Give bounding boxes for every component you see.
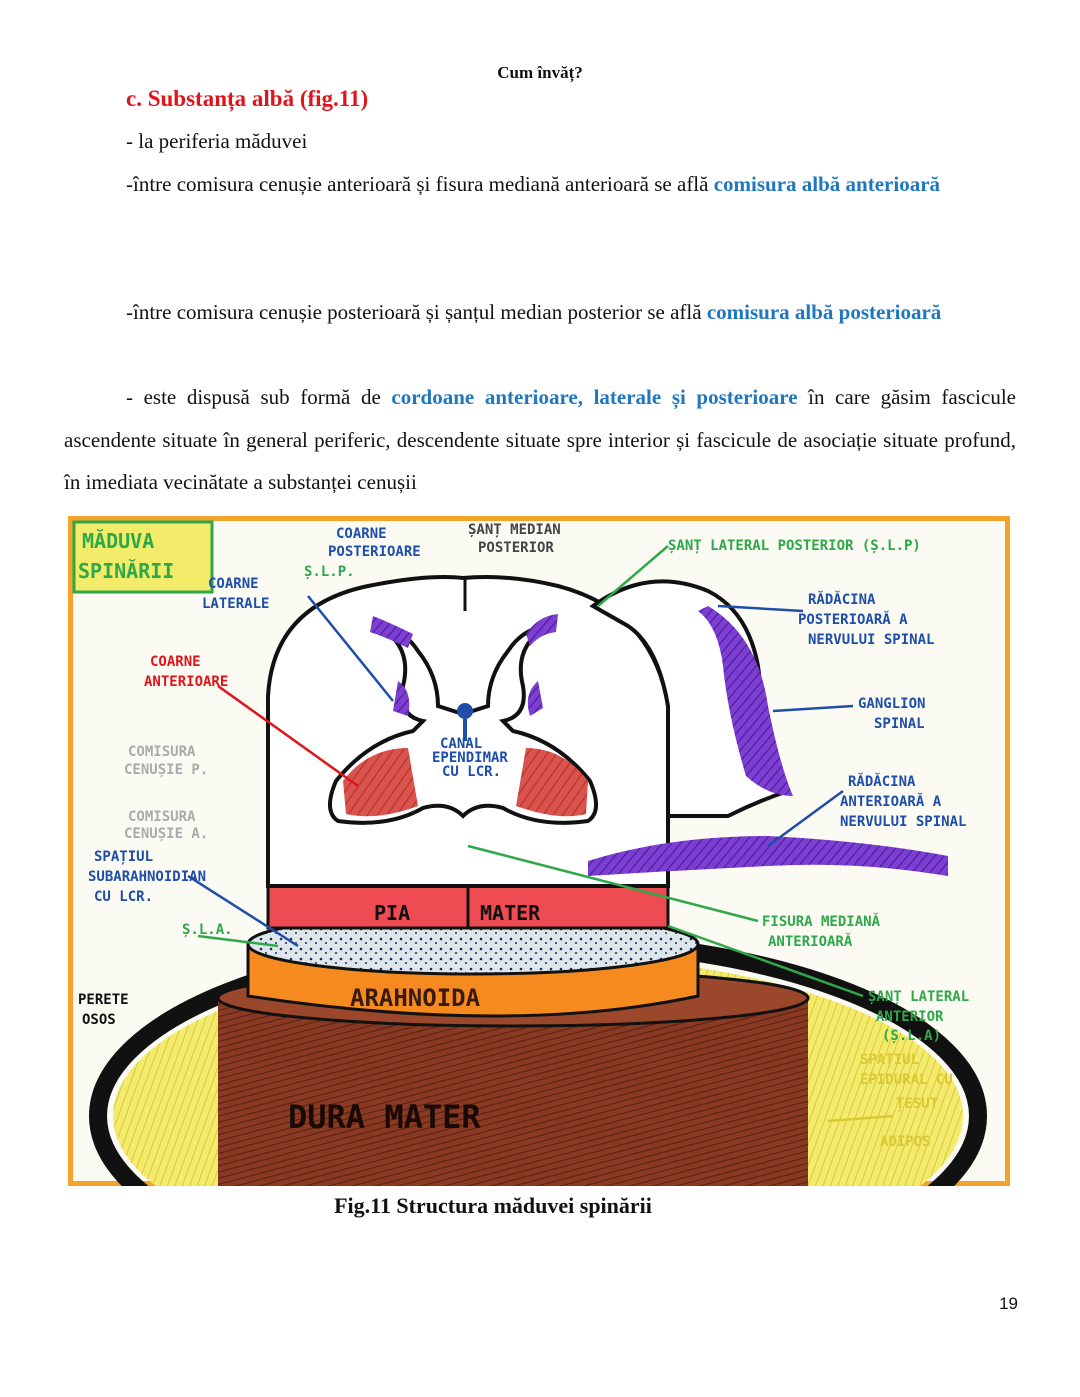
label-coarne-anterioare: ANTERIOARE — [144, 674, 228, 690]
highlight-term: comisura albă posterioară — [706, 300, 942, 324]
paragraph-text: - la periferia măduvei — [126, 129, 308, 153]
label-arahnoida: ARAHNOIDA — [350, 984, 481, 1012]
label-comisura-p: COMISURA — [128, 744, 196, 760]
label-canal: EPENDIMAR — [432, 750, 508, 766]
label-title: MĂDUVA — [82, 529, 154, 553]
label-canal: CANAL — [440, 736, 482, 752]
label-coarne-laterale: COARNE — [208, 576, 259, 592]
label-title: SPINĂRII — [78, 559, 174, 583]
paragraph-cords: - este dispusă sub formă de cordoane ant… — [64, 376, 1016, 504]
label-spatiu-subarahnoidian: SPAȚIUL — [94, 849, 153, 865]
section-title: c. Substanța albă (fig.11) — [126, 86, 369, 111]
label-radacina-anterioara: ANTERIOARĂ A — [840, 792, 942, 810]
lateral-horn-right — [527, 681, 543, 716]
anterior-horn-left — [343, 748, 418, 817]
label-fisura-mediana: FISURA MEDIANĂ — [762, 912, 881, 930]
paragraph-posterior-commissure: -între comisura cenușie posterioară și ș… — [64, 291, 1016, 334]
label-perete-osos: PERETE — [78, 992, 129, 1008]
figure-caption: Fig.11 Structura măduvei spinării — [334, 1193, 652, 1218]
pointer-line — [717, 604, 804, 613]
pointer-line — [667, 924, 864, 998]
paragraph-anterior-commissure: -între comisura cenușie anterioară și fi… — [64, 163, 1016, 206]
pointer-line — [187, 874, 299, 948]
label-radacina-posterioara: RĂDĂCINA — [808, 590, 876, 608]
label-coarne-posterioare: POSTERIOARE — [328, 544, 421, 560]
label-comisura-a: CENUȘIE A. — [124, 826, 208, 842]
label-epidural: ȚESUT — [896, 1096, 938, 1112]
label-pia: PIA — [374, 901, 410, 925]
label-sla: Ș.L.A. — [182, 922, 233, 938]
label-coarne-laterale: LATERALE — [202, 596, 269, 612]
label-radacina-anterioara: RĂDĂCINA — [848, 772, 916, 790]
spinal-cord-figure: MĂDUVA SPINĂRII — [68, 516, 1010, 1186]
label-sant-lateral-anterior: ȘANȚ LATERAL — [868, 989, 969, 1005]
title-box — [72, 520, 214, 594]
label-comisura-p: CENUȘIE P. — [124, 762, 208, 778]
label-sant-median: POSTERIOR — [478, 540, 554, 556]
highlight-term: cordoane anterioare, laterale și posteri… — [391, 385, 798, 409]
label-ganglion: GANGLION — [858, 696, 925, 712]
label-dura-mater: DURA MATER — [288, 1098, 481, 1136]
paragraph-text: în care găsim fascicule ascendente situa… — [64, 385, 1016, 494]
label-sant-lateral-anterior: ANTERIOR — [876, 1009, 944, 1025]
page-number: 19 — [999, 1294, 1018, 1313]
running-header: Cum învăț? — [497, 63, 583, 82]
label-mater: MATER — [480, 901, 541, 925]
spinal-ganglion — [698, 606, 793, 796]
pointer-line — [772, 704, 854, 713]
label-coarne-anterioare: COARNE — [150, 654, 201, 670]
pointer-line — [597, 545, 669, 607]
pointer-line — [467, 844, 759, 923]
central-canal — [457, 703, 473, 719]
label-sant-lateral-posterior: ȘANȚ LATERAL POSTERIOR (Ș.L.P) — [668, 538, 921, 554]
label-radacina-posterioara: POSTERIOARĂ A — [798, 610, 908, 628]
spinal-cord-drawing: MĂDUVA SPINĂRII — [72, 520, 1005, 1186]
paragraph-text: -între comisura cenușie posterioară și ș… — [126, 300, 707, 324]
pointer-line — [217, 684, 359, 788]
label-perete-osos: OSOS — [82, 1012, 116, 1028]
lateral-horn-left — [393, 681, 410, 716]
label-epidural: ADIPOS — [880, 1134, 931, 1150]
label-sant-lateral-anterior: (Ș.L.A) — [882, 1028, 941, 1044]
label-spatiu-subarahnoidian: SUBARAHNOIDIAN — [88, 869, 206, 885]
pointer-line — [197, 934, 279, 948]
label-spatiu-subarahnoidian: CU LCR. — [94, 889, 153, 905]
posterior-horn-left — [370, 616, 413, 648]
label-ganglion: SPINAL — [874, 716, 925, 732]
label-slp: Ș.L.P. — [304, 564, 355, 580]
label-radacina-anterioara: NERVULUI SPINAL — [840, 814, 966, 830]
label-coarne-posterioare: COARNE — [336, 526, 387, 542]
label-canal: CU LCR. — [442, 764, 501, 780]
anterior-root — [588, 836, 948, 876]
posterior-horn-right — [526, 614, 558, 646]
pointer-line — [827, 1114, 894, 1123]
label-sant-median: ȘANȚ MEDIAN — [468, 522, 561, 538]
highlight-term: comisura albă anterioară — [713, 172, 941, 196]
label-fisura-mediana: ANTERIOARĂ — [768, 932, 853, 950]
paragraph-periphery: - la periferia măduvei — [64, 120, 1016, 163]
pointer-line — [307, 595, 394, 702]
pointer-line — [767, 789, 844, 848]
label-comisura-a: COMISURA — [128, 809, 196, 825]
anterior-horn-right — [516, 748, 588, 817]
label-epidural: EPIDURAL CU — [860, 1072, 953, 1088]
label-radacina-posterioara: NERVULUI SPINAL — [808, 632, 934, 648]
paragraph-text: -între comisura cenușie anterioară și fi… — [126, 172, 714, 196]
label-epidural: SPAȚIUL — [860, 1052, 919, 1068]
dura-mater — [218, 996, 808, 1186]
paragraph-text: - este dispusă sub formă de — [126, 385, 392, 409]
